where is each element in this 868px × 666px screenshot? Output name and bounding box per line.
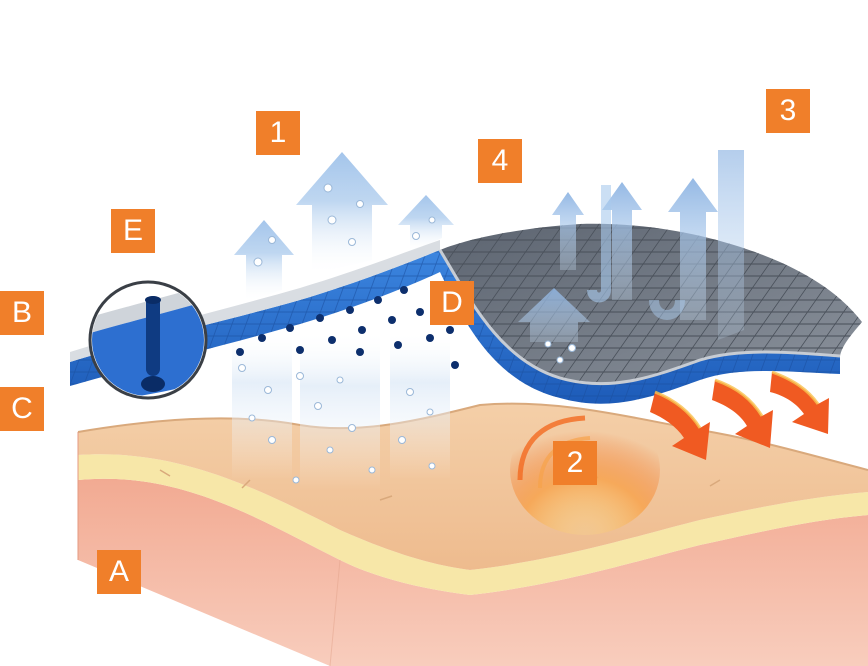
label-badge-e: E [111,209,155,253]
label-badge-d: D [430,281,474,325]
vapor-arrow-icon [718,150,744,340]
badge-text: 2 [567,446,584,479]
badge-text: 1 [270,116,287,149]
label-badge-2: 2 [553,441,597,485]
vapor-arrow-icon [234,220,294,302]
label-badge-1: 1 [256,111,300,155]
skin-block [78,404,868,666]
badge-text: C [11,392,33,425]
label-badge-c: C [0,387,44,431]
badge-text: E [123,214,143,247]
badge-text: A [109,555,129,588]
label-badge-a: A [97,550,141,594]
badge-text: 4 [492,144,509,177]
vapor-shafts [232,330,450,490]
badge-text: 3 [780,94,797,127]
label-badge-b: B [0,291,44,335]
badge-text: D [441,286,463,319]
vapor-arrow-icon [296,152,388,275]
vapor-arrow-icon [398,195,454,252]
label-badge-4: 4 [478,139,522,183]
label-badge-3: 3 [766,89,810,133]
heat-arrow-icon [770,372,829,434]
badge-text: B [12,296,32,329]
magnifier-circle-icon [80,282,210,404]
